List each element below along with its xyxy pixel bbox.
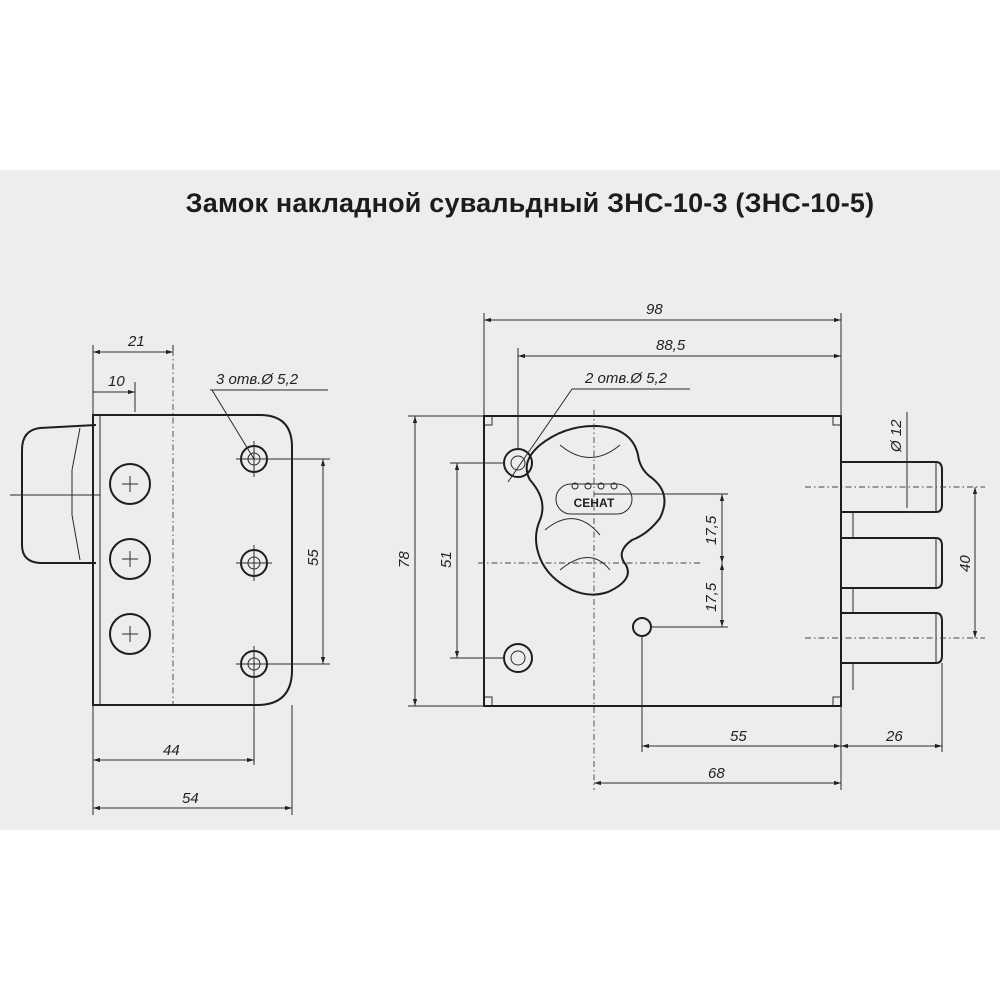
side-holes-note: 3 отв.Ø 5,2 (216, 371, 299, 388)
front-dim-88-5: 88,5 (656, 337, 686, 354)
front-dim-26: 26 (885, 728, 903, 745)
front-dim-68: 68 (708, 765, 725, 782)
side-dim-21: 21 (127, 333, 145, 350)
brand-label: СЕНАТ (574, 496, 615, 510)
front-dim-78: 78 (396, 551, 413, 568)
side-big-hole-2 (109, 538, 151, 580)
front-holes-note: 2 отв.Ø 5,2 (584, 370, 668, 387)
side-mount-hole-2 (236, 545, 272, 581)
drawing-sheet (0, 170, 1000, 830)
front-view: СЕНАТ 98 88,5 2 отв.Ø 5,2 78 (396, 301, 985, 790)
front-small-hole (632, 617, 652, 637)
side-view: 21 10 3 отв.Ø 5,2 55 44 54 (10, 333, 330, 815)
side-knob (21, 424, 97, 564)
front-dim-98: 98 (646, 301, 663, 318)
front-dim-40: 40 (957, 555, 974, 572)
front-dim-d12: Ø 12 (888, 419, 905, 453)
drawing-title: Замок накладной сувальдный ЗНС-10-3 (ЗНС… (185, 188, 875, 218)
side-body (92, 414, 293, 706)
side-dim-54: 54 (182, 790, 199, 807)
side-big-hole-3 (109, 613, 151, 655)
front-mount-hole-2 (503, 643, 533, 673)
front-dim-17-5-bottom: 17,5 (703, 582, 720, 612)
side-dim-10: 10 (108, 373, 125, 390)
front-dim-51: 51 (438, 551, 455, 568)
front-dim-17-5-top: 17,5 (703, 515, 720, 545)
front-body (483, 415, 842, 707)
front-knob (525, 424, 666, 596)
bolt-2 (841, 537, 943, 589)
front-dim-55: 55 (730, 728, 747, 745)
side-dim-44: 44 (163, 742, 180, 759)
side-dim-55: 55 (305, 549, 322, 566)
side-big-hole-1 (109, 463, 151, 505)
